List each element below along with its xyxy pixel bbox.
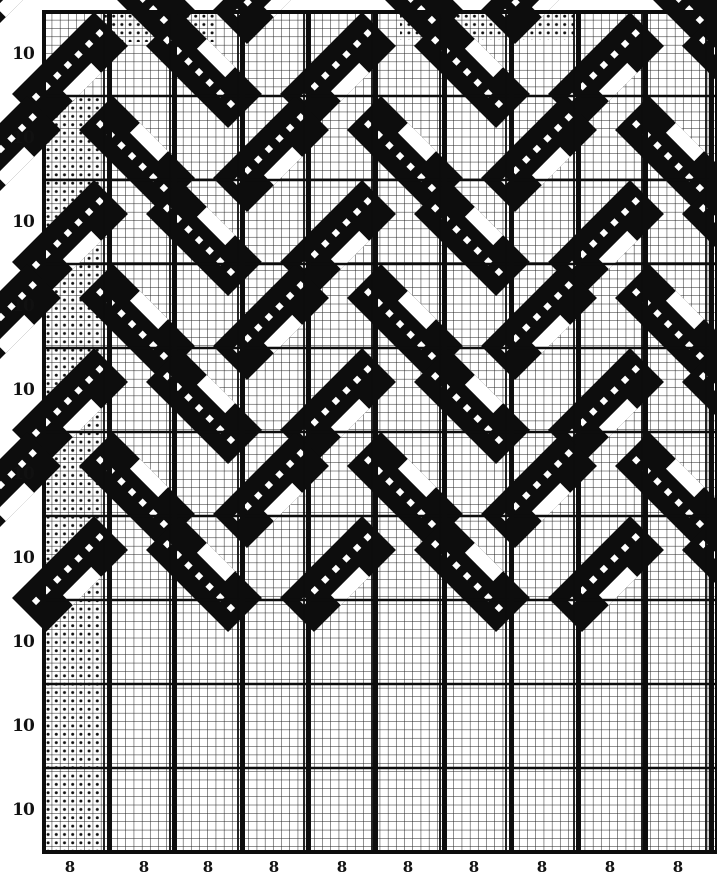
- bold-column-stripe: [373, 12, 378, 852]
- bold-column-stripe: [172, 12, 177, 852]
- row-count-label: 10: [6, 380, 40, 400]
- stitch-count-label: 8: [530, 858, 554, 876]
- stitch-count-label: 8: [462, 858, 486, 876]
- bold-column-stripe: [576, 12, 581, 852]
- stitch-count-label: 8: [666, 858, 690, 876]
- stitch-count-label: 8: [132, 858, 156, 876]
- stitch-count-label: 8: [598, 858, 622, 876]
- bold-column-stripe: [107, 12, 112, 852]
- stitch-count-label: 8: [330, 858, 354, 876]
- row-count-label: 10: [6, 296, 40, 316]
- row-count-label: 10: [6, 464, 40, 484]
- row-count-label: 10: [6, 632, 40, 652]
- bold-column-stripe: [643, 12, 648, 852]
- stitch-count-label: 8: [396, 858, 420, 876]
- bold-column-stripe: [240, 12, 245, 852]
- stitch-count-label: 8: [262, 858, 286, 876]
- bold-column-stripe: [442, 12, 447, 852]
- bold-column-stripe: [509, 12, 514, 852]
- row-count-label: 10: [6, 44, 40, 64]
- bold-column-stripe: [709, 12, 714, 852]
- stitch-count-label: 8: [196, 858, 220, 876]
- row-count-label: 10: [6, 716, 40, 736]
- row-count-label: 10: [6, 800, 40, 820]
- row-count-label: 10: [6, 212, 40, 232]
- row-count-label: 10: [6, 128, 40, 148]
- row-count-label: 10: [6, 548, 40, 568]
- bold-column-stripe: [306, 12, 311, 852]
- stitch-count-label: 8: [58, 858, 82, 876]
